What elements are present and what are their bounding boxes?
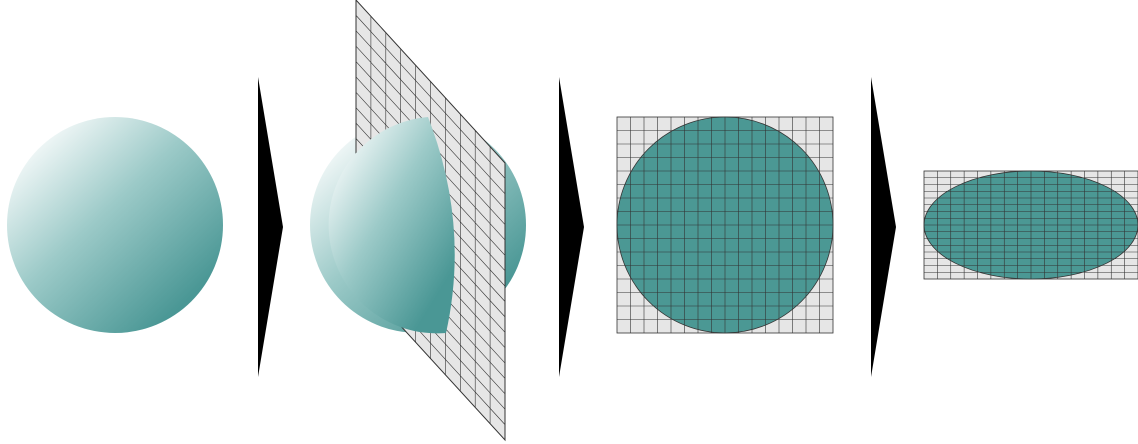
- plane-grid-line: [355, 30, 506, 194]
- stretched-grid-lines: [924, 171, 1138, 279]
- arrow-connector-3: [871, 77, 896, 377]
- stage-sphere: [7, 117, 223, 333]
- sphere-front-half: [328, 117, 455, 334]
- projected-circle-outline: [616, 116, 834, 334]
- projected-ellipse-outline: [923, 170, 1138, 280]
- arrow-connector-1: [258, 77, 283, 377]
- sphere: [7, 117, 223, 333]
- stage-ellipse-on-stretched-grid: [923, 170, 1138, 280]
- arrow-connector-2: [559, 77, 584, 377]
- stage-sphere-with-cutting-plane: [310, 0, 526, 442]
- stage-circle-on-square-grid: [616, 116, 834, 334]
- square-grid-lines: [617, 117, 833, 333]
- plane-grid-line: [355, 15, 506, 179]
